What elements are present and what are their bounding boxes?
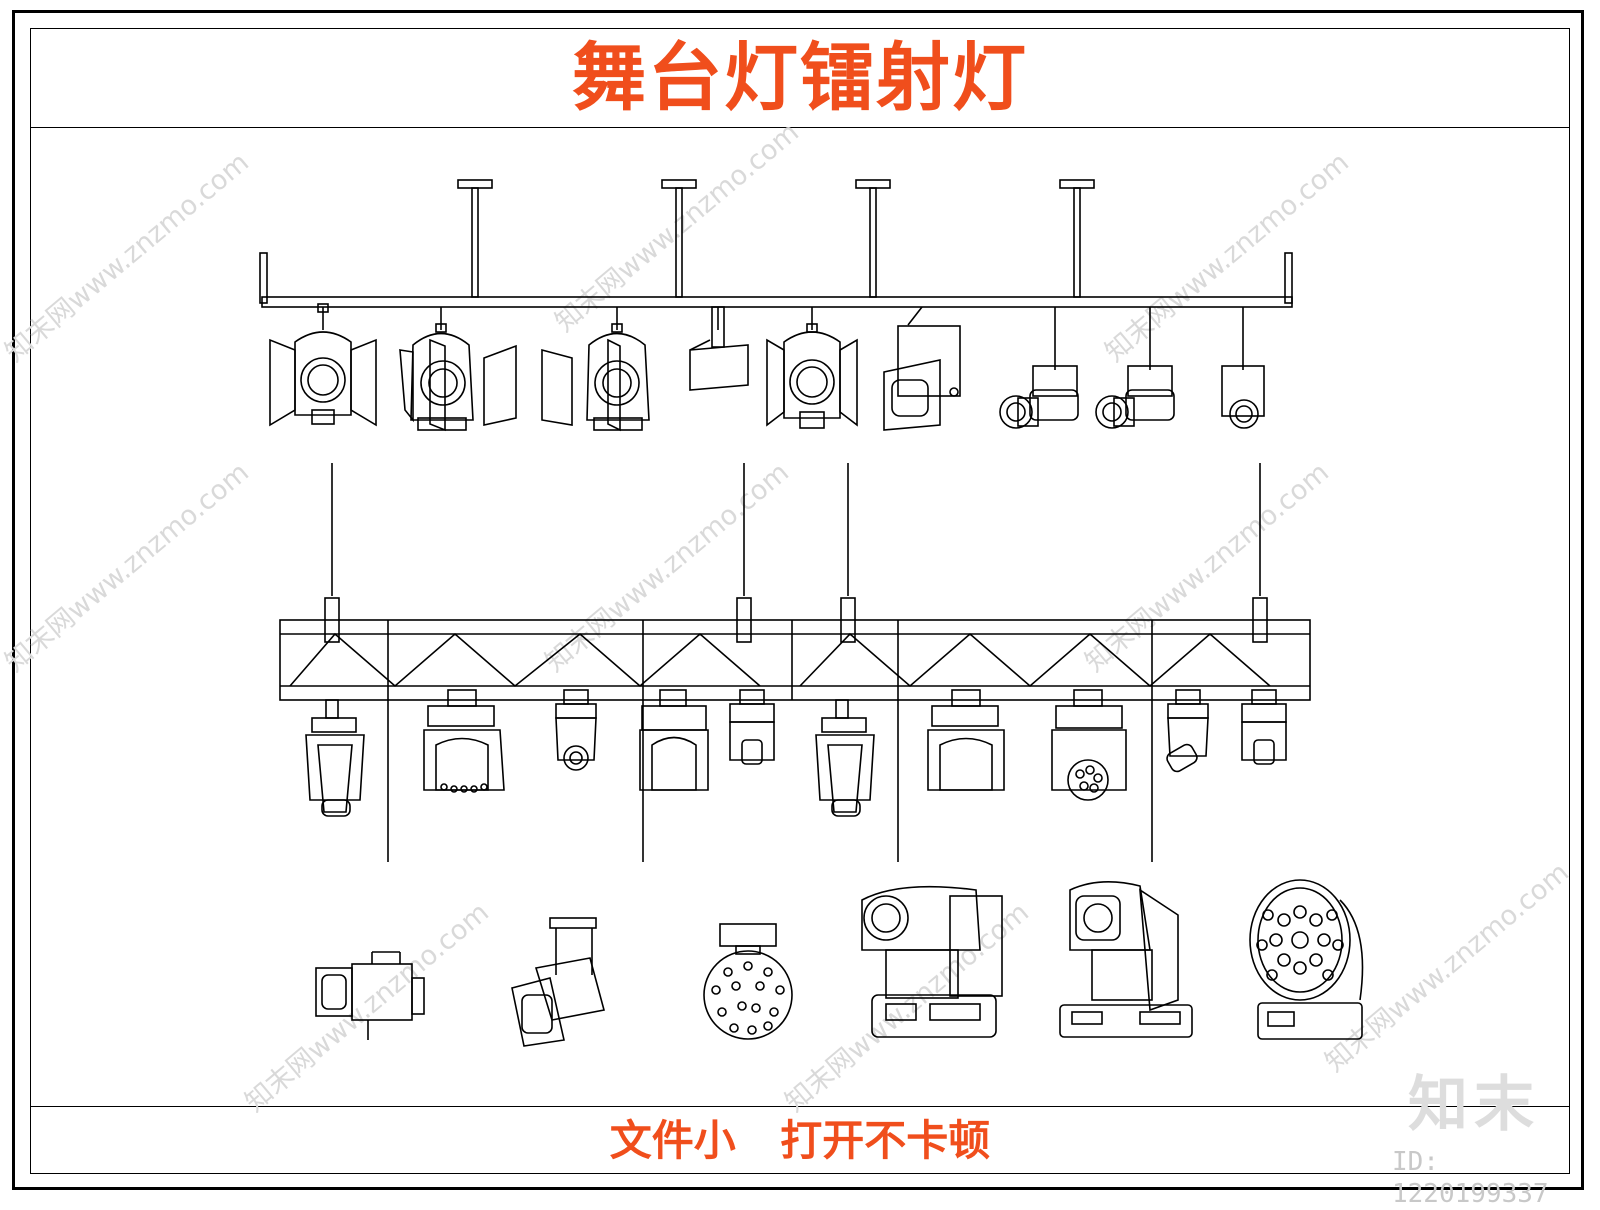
moving-head-3 [555, 689, 597, 771]
led-wash-moving-head [1249, 879, 1364, 1040]
title-divider [30, 127, 1570, 128]
cube-flood-light [883, 306, 961, 431]
moving-head-8 [1051, 689, 1127, 801]
brand-logo: 知末 [1408, 1070, 1540, 1140]
profile-spot-3 [1221, 307, 1265, 429]
moving-head-6 [815, 699, 875, 817]
fresnel-light-1 [269, 303, 377, 427]
moving-head-5 [729, 689, 775, 765]
ellipsoidal-profile-light [315, 951, 425, 1040]
mirror-ball-light [703, 923, 793, 1040]
par-box-light [689, 306, 749, 391]
asset-id: ID: 1220199337 [1392, 1147, 1549, 1209]
follow-spot-light [511, 917, 605, 1047]
moving-head-7 [927, 689, 1005, 791]
ceiling-grid-bar [259, 179, 1293, 308]
outer-frame [12, 10, 1584, 1190]
inner-frame [30, 28, 1570, 1174]
moving-head-1 [305, 699, 365, 817]
moving-head-4 [639, 689, 709, 791]
truss [279, 463, 1311, 862]
fresnel-light-2 [399, 307, 517, 432]
fresnel-light-3 [541, 307, 650, 432]
profile-spot-2 [1095, 307, 1175, 429]
fresnel-light-4 [766, 307, 858, 429]
page-title: 舞台灯镭射灯 [572, 35, 1028, 121]
moving-head-9 [1166, 689, 1209, 773]
footer-caption: 文件小 打开不卡顿 [609, 1116, 991, 1165]
profile-spot-1 [999, 307, 1079, 429]
footer-divider [30, 1106, 1570, 1107]
beam-moving-head-2 [1059, 881, 1193, 1038]
moving-head-2 [423, 689, 505, 793]
moving-head-10 [1241, 689, 1287, 765]
beam-moving-head-1 [861, 885, 1003, 1038]
